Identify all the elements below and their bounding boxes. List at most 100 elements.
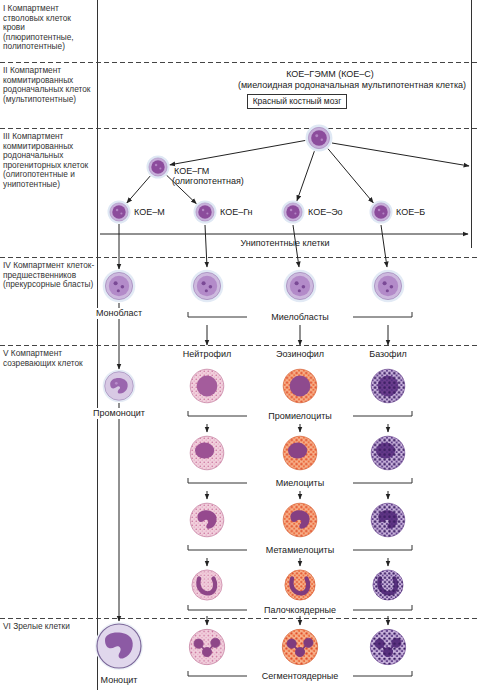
- cell-drawing: [280, 366, 320, 406]
- blood-cell: Эозинофил: [280, 366, 320, 406]
- cell-label: Эозинофил: [260, 349, 340, 360]
- cell-drawing: [146, 155, 170, 179]
- compartment-label: V Компартмент созревающих клеток: [3, 349, 95, 368]
- compartment-label: IV Компартмент клеток-предшественников (…: [3, 261, 95, 290]
- cell-drawing: [102, 269, 136, 303]
- compartment-label: I Компартмент стволовых клеток крови (пл…: [3, 4, 83, 52]
- myelocyte-cell: [371, 436, 405, 470]
- cell-label: Моноцит: [79, 675, 159, 686]
- group-label: Миелоциты: [250, 478, 350, 489]
- band-cell: [192, 570, 222, 600]
- box-label: Красный костный мозг: [253, 96, 342, 107]
- lineage-connector: [119, 403, 120, 621]
- cell-label: (олигопотентная): [172, 176, 262, 187]
- group-label: Унипотентные клетки: [215, 238, 355, 249]
- maturing-cells: [189, 270, 405, 665]
- lineage-arrow: [207, 558, 208, 566]
- compartment-label: II Компартмент коммитированных родоначал…: [3, 66, 95, 104]
- lineage-connector: [328, 149, 373, 203]
- metamyelocyte-cell: [283, 503, 317, 537]
- cell-label: КОЕ–М: [134, 207, 184, 218]
- segmented-cell: [282, 629, 317, 664]
- group-label: Миелобласты: [250, 312, 350, 323]
- lineage-arrow: [300, 424, 301, 432]
- myeloblast-cell: [372, 270, 405, 303]
- cell-drawing: [187, 366, 227, 406]
- lineage-arrow: [388, 558, 389, 566]
- compartment-label: III Компартмент коммитированных родонача…: [3, 132, 95, 190]
- lineage-arrow: [300, 491, 301, 499]
- lineage-arrow: [300, 558, 301, 566]
- blood-cell: Базофил: [368, 366, 408, 406]
- divider-line: [0, 128, 479, 129]
- myeloblast-cell: [191, 270, 224, 303]
- cell-drawing: [193, 200, 217, 224]
- lineage-arrow: [388, 424, 389, 432]
- cell-label: Нейтрофил: [167, 349, 247, 360]
- lineage-connector: [127, 176, 150, 203]
- lineage-connector: [297, 151, 314, 200]
- blood-cell: КОЕ–М: [107, 200, 131, 224]
- lineage-arrow: [300, 616, 301, 625]
- blood-cell: Моноцит: [94, 621, 144, 671]
- lineage-arrow: [388, 325, 389, 345]
- compartment-dividers: [0, 63, 479, 619]
- blood-cell: Нейтрофил: [187, 366, 227, 406]
- blood-cell: КОЕ–ГЭММ (КОЕ–С)(миелоидная родоначальна…: [305, 124, 333, 152]
- cell-shape: [281, 200, 304, 223]
- compartment-label: VI Зрелые клетки: [3, 622, 95, 632]
- cell-drawing: [102, 369, 136, 403]
- unipotent-arrow: [100, 234, 468, 235]
- segmented-cell: [189, 629, 224, 664]
- cell-drawing: [107, 200, 131, 224]
- myelocyte-cell: [190, 436, 224, 470]
- lineage-arrow: [207, 491, 208, 499]
- cell-label: Базофил: [348, 349, 428, 360]
- group-label: Метамиелоциты: [250, 545, 350, 556]
- blood-cell: КОЕ–Эо: [281, 200, 305, 224]
- cell-shape: [190, 369, 224, 403]
- cell-label: КОЕ–ГМ: [174, 166, 234, 177]
- cell-label: Монобласт: [79, 308, 159, 319]
- blood-cell: КОЕ–Б: [369, 200, 393, 224]
- cell-drawing: [369, 200, 393, 224]
- cell-shape: [146, 155, 169, 178]
- cell-shape: [107, 200, 130, 223]
- blood-cell: КОЕ–ГМ(олигопотентная): [146, 155, 170, 179]
- segmented-cell: [370, 629, 405, 664]
- lineage-arrow: [207, 424, 208, 432]
- lineage-arrow: [388, 491, 389, 499]
- lineage-arrows: [100, 143, 469, 625]
- group-brackets: [188, 312, 412, 676]
- myelocyte-cell: [283, 436, 317, 470]
- group-label: Сегментоядерные: [250, 671, 350, 682]
- cell-shape: [193, 200, 216, 223]
- cell-shape: [306, 125, 333, 152]
- cell-label: (миелоидная родоначальная мультипотентна…: [226, 80, 478, 91]
- cell-label: КОЕ–Б: [396, 207, 446, 218]
- group-label: Палочкоядерные: [250, 605, 350, 616]
- cell-label: КОЕ–Гн: [220, 207, 270, 218]
- lineage-arrow: [381, 225, 387, 267]
- cell-drawing: [305, 124, 333, 152]
- cell-label: Промоноцит: [79, 408, 159, 419]
- divider-line: [0, 345, 479, 346]
- cell-drawing: [94, 621, 144, 671]
- lineage-arrow: [300, 325, 301, 345]
- myeloblast-cell: [284, 270, 317, 303]
- column-rule: [471, 0, 472, 248]
- organ-box: Красный костный мозг: [247, 94, 347, 109]
- cell-shape: [369, 200, 392, 223]
- lineage-connector: [170, 140, 305, 164]
- band-cell: [373, 570, 403, 600]
- blood-cell: КОЕ–Гн: [193, 200, 217, 224]
- blood-cell: Монобласт: [102, 269, 136, 303]
- lineage-arrow: [388, 616, 389, 625]
- lineage-arrow: [332, 143, 469, 166]
- cell-drawing: [281, 200, 305, 224]
- cell-label: КОЕ–Эо: [308, 207, 358, 218]
- lineage-arrow: [205, 225, 207, 267]
- metamyelocyte-cell: [371, 503, 405, 537]
- divider-line: [0, 618, 479, 619]
